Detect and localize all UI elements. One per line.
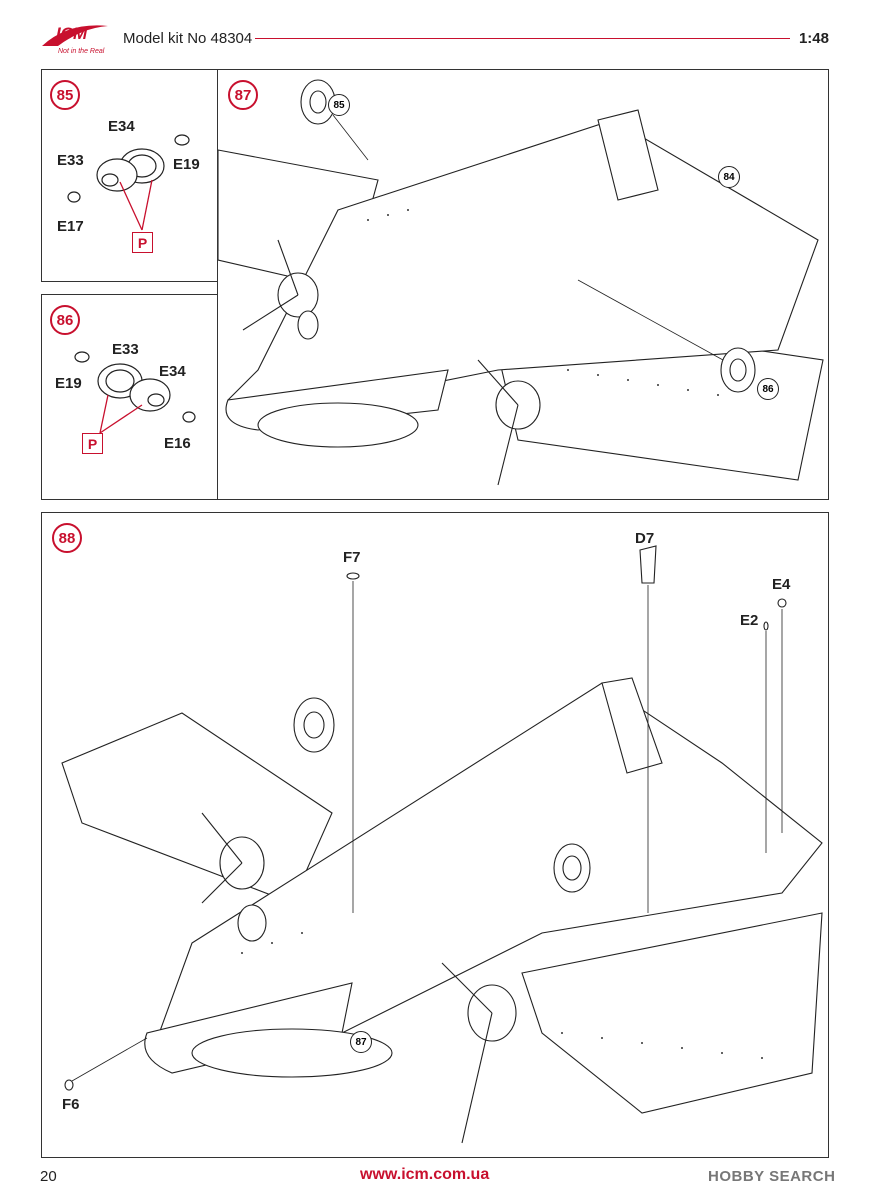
step-ref-86: 86 bbox=[757, 378, 779, 400]
part-label-e34: E34 bbox=[159, 363, 186, 380]
paint-code-box: P bbox=[132, 232, 153, 253]
panel-step-85: 85 E34 E33 E19 E17 P bbox=[41, 69, 219, 282]
step-ref-87: 87 bbox=[350, 1031, 372, 1053]
part-label-e33: E33 bbox=[57, 152, 84, 169]
step-ref-85: 85 bbox=[328, 94, 350, 116]
brand-logo: ICM Not in the Real bbox=[38, 20, 118, 65]
page-number: 20 bbox=[40, 1168, 57, 1185]
part-label-e19: E19 bbox=[55, 375, 82, 392]
step-number-88: 88 bbox=[52, 523, 82, 553]
panel-step-87: 87 bbox=[217, 69, 829, 500]
panel-step-86: 86 E33 E19 E34 E16 P bbox=[41, 294, 219, 500]
aircraft-drawing-87 bbox=[218, 79, 824, 486]
paint-code-box: P bbox=[82, 433, 103, 454]
part-label-e2: E2 bbox=[740, 612, 759, 629]
panel-step-88: 88 bbox=[41, 512, 829, 1158]
part-label-f6: F6 bbox=[62, 1096, 80, 1113]
watermark: HOBBY SEARCH bbox=[708, 1168, 836, 1185]
aircraft-drawing-88 bbox=[61, 545, 823, 1144]
wheel-assembly-85-drawing bbox=[67, 134, 190, 231]
part-label-e19: E19 bbox=[173, 156, 200, 173]
step-number-85: 85 bbox=[50, 80, 80, 110]
website-link[interactable]: www.icm.com.ua bbox=[360, 1166, 490, 1183]
part-label-f7: F7 bbox=[343, 549, 361, 566]
brand-tagline: Not in the Real bbox=[58, 48, 105, 55]
step-number-86: 86 bbox=[50, 305, 80, 335]
part-label-e4: E4 bbox=[772, 576, 791, 593]
kit-title: Model kit No 48304 bbox=[123, 30, 253, 47]
step-ref-84: 84 bbox=[718, 166, 740, 188]
part-label-d7: D7 bbox=[635, 530, 655, 547]
part-label-e33: E33 bbox=[112, 341, 139, 358]
part-label-e16: E16 bbox=[164, 435, 191, 452]
header-rule bbox=[255, 38, 790, 39]
part-label-e34: E34 bbox=[108, 118, 135, 135]
step-number-87: 87 bbox=[228, 80, 258, 110]
scale-label: 1:48 bbox=[798, 30, 829, 47]
wheel-assembly-86-drawing bbox=[74, 351, 196, 434]
brand-name: ICM bbox=[56, 24, 88, 43]
part-label-e17: E17 bbox=[57, 218, 84, 235]
